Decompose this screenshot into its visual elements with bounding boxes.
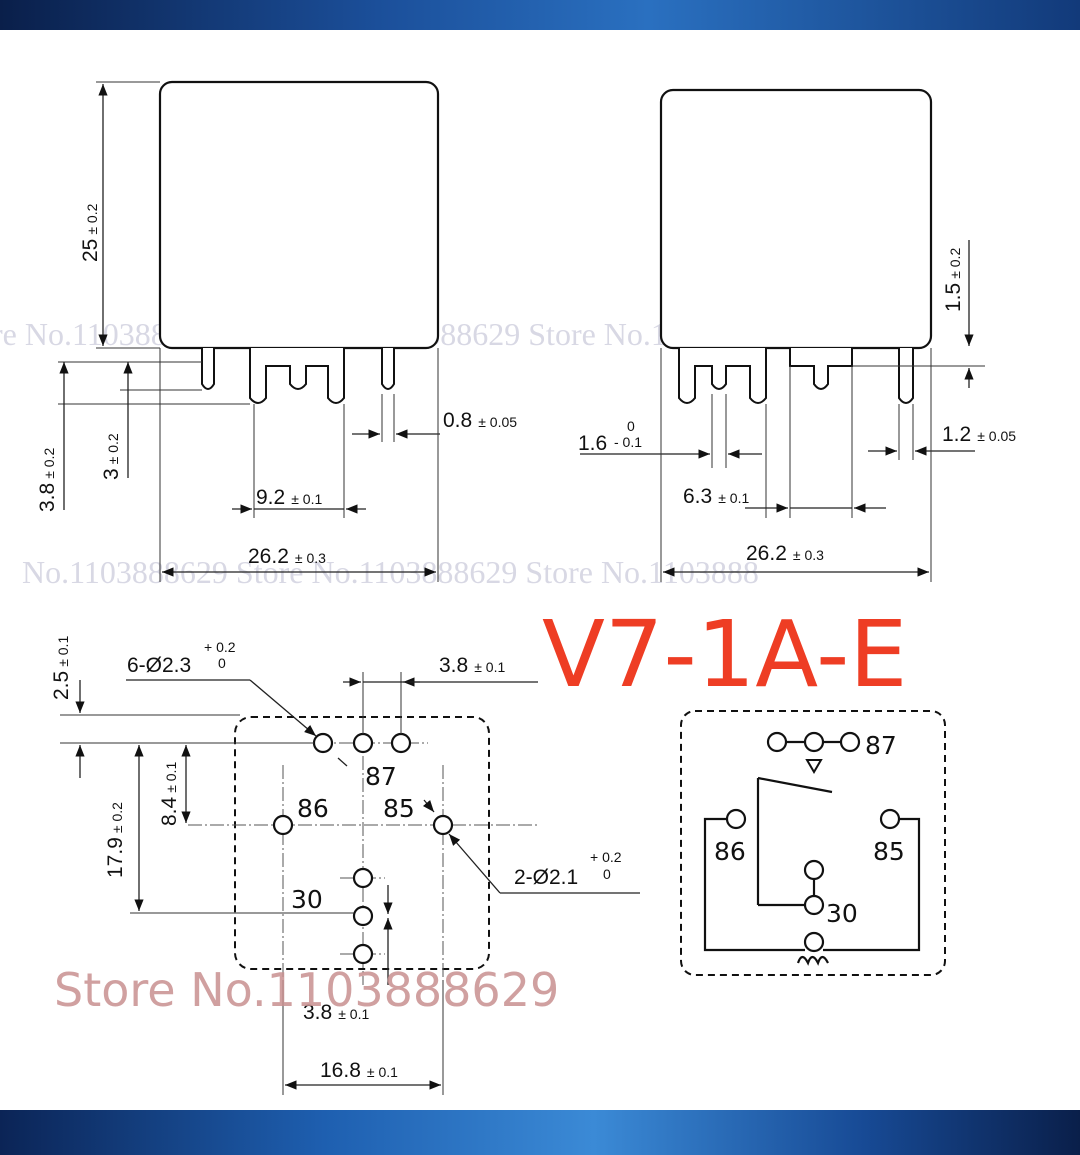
coil-icon [796,955,829,966]
dim-pin-length-tol: ± 0.2 [41,448,57,479]
svg-text:25± 0.2: 25 ± 0.2 [79,203,102,262]
dim-holes6-tol-up: + 0.2 [204,639,236,655]
dim-holes2-tol-up: + 0.2 [590,849,622,865]
svg-text:26.2± 0.3: 26.2 ± 0.3 [248,545,326,568]
dim-pcb-height-tol: ± 0.2 [109,802,125,833]
dim-width-side-tol: ± 0.3 [295,550,326,566]
hole-87-b [352,732,374,754]
pcb-label-30: 30 [291,885,323,914]
dim-span-value: 16.8 [320,1059,361,1082]
svg-text:6.3± 0.1: 6.3 ± 0.1 [683,485,749,508]
svg-text:2.5± 0.1: 2.5 ± 0.1 [50,636,73,700]
svg-text:1.5± 0.2: 1.5 ± 0.2 [942,248,965,312]
svg-text:8.4± 0.1: 8.4 ± 0.1 [158,762,181,826]
contact-arrow-icon [805,759,823,774]
hole-87-a [312,732,334,754]
dim-mid-offset-tol: ± 0.1 [163,762,179,793]
schem-label-85: 85 [873,837,905,866]
watermark-store: Store No.1103888629 [54,963,559,1017]
svg-text:17.9± 0.2: 17.9 ± 0.2 [104,802,127,878]
pcb-footprint: 87 86 85 30 2.5 ± 0.1 6-Ø2.3 + 0.2 0 3.8 ±… [50,636,640,1095]
dim-front-pin-width-tol: ± 0.05 [977,428,1016,444]
dim-tab-length-value: 3 [100,468,123,480]
bottom-banner [0,1110,1080,1155]
dim-pitch-bottom-value: 3.8 [303,1001,332,1024]
svg-text:3.8± 0.2: 3.8 ± 0.2 [36,448,59,512]
svg-text:9.2± 0.1: 9.2 ± 0.1 [256,486,322,509]
side-pin-right [381,348,395,390]
dim-tab-span-tol: ± 0.1 [291,491,322,507]
dim-tab-width-tol-up: 0 [627,418,635,434]
dim-width-side-value: 26.2 [248,545,289,568]
front-view: 1.5± 0.2 1.6 0 - 0.1 1.2± 0.05 6.3± 0.1 … [578,88,1016,582]
svg-text:3.8± 0.1: 3.8 ± 0.1 [303,1001,369,1024]
dim-tab-gap-value: 6.3 [683,485,712,508]
dim-pin-ext-tol: ± 0.2 [947,248,963,279]
dim-tab-width-value: 1.6 [578,432,607,455]
schem-label-86: 86 [714,837,746,866]
relay-body-front [659,88,933,350]
front-pin-right [898,348,914,404]
dim-holes2-value: 2-Ø2.1 [514,866,578,889]
footprint-outline [234,716,490,970]
dim-width-front-tol: ± 0.3 [793,547,824,563]
dim-pin-ext-value: 1.5 [942,283,965,312]
schematic-outline [680,710,946,976]
dim-pin-width-tol: ± 0.05 [478,414,517,430]
dim-holes2-tol-down: 0 [603,866,611,882]
schem-label-30: 30 [826,899,858,928]
dim-pitch-top-value: 3.8 [439,654,468,677]
hole-87-c [390,732,412,754]
hole-30-b [352,905,374,927]
dim-width-front-value: 26.2 [746,542,787,565]
dim-tab-length-tol: ± 0.2 [105,433,121,464]
hole-30-a [352,867,374,889]
front-tab-middle [789,348,853,390]
dim-pin-width-value: 0.8 [443,409,472,432]
model-title: V7-1A-E [542,601,907,708]
dim-tab-width-tol-down: - 0.1 [614,434,642,450]
dim-height-tol: ± 0.2 [84,203,100,234]
dim-height-value: 25 [79,239,102,262]
svg-text:1.2± 0.05: 1.2 ± 0.05 [942,423,1016,446]
dim-holes6-tol-down: 0 [218,655,226,671]
relay-schematic: 87 30 86 85 [680,710,946,976]
top-banner [0,0,1080,30]
dim-top-offset-value: 2.5 [50,671,73,700]
hole-86 [272,814,294,836]
dim-holes6-value: 6-Ø2.3 [127,654,191,677]
dim-tab-span-value: 9.2 [256,486,285,509]
hole-30-c [352,943,374,965]
side-tab [249,348,345,404]
front-tab-left [678,348,767,404]
dim-pitch-top-tol: ± 0.1 [474,659,505,675]
schem-label-87: 87 [865,731,897,760]
pcb-label-86: 86 [297,794,329,823]
svg-text:16.8± 0.1: 16.8 ± 0.1 [320,1059,398,1082]
hole-85 [432,814,454,836]
pcb-label-85: 85 [383,794,415,823]
dim-pitch-bottom-tol: ± 0.1 [338,1006,369,1022]
svg-text:3.8± 0.1: 3.8 ± 0.1 [439,654,505,677]
svg-text:26.2± 0.3: 26.2 ± 0.3 [746,542,824,565]
side-pin-left [201,348,215,390]
dim-mid-offset-value: 8.4 [158,796,181,826]
relay-body-side [158,80,440,350]
svg-text:3± 0.2: 3 ± 0.2 [100,433,123,480]
dim-pcb-height-value: 17.9 [104,837,127,878]
dim-pin-length-value: 3.8 [36,483,59,512]
dim-span-tol: ± 0.1 [367,1064,398,1080]
side-view: 25 ± 0.2 3.8 ± 0.2 3 ± 0.2 0.8 ± 0.05 9.2 ± 0… [36,80,517,582]
dim-tab-gap-tol: ± 0.1 [718,490,749,506]
dim-top-offset-tol: ± 0.1 [55,636,71,667]
dim-front-pin-width-value: 1.2 [942,423,971,446]
svg-text:0.8± 0.05: 0.8 ± 0.05 [443,409,517,432]
pcb-label-87: 87 [365,762,397,791]
